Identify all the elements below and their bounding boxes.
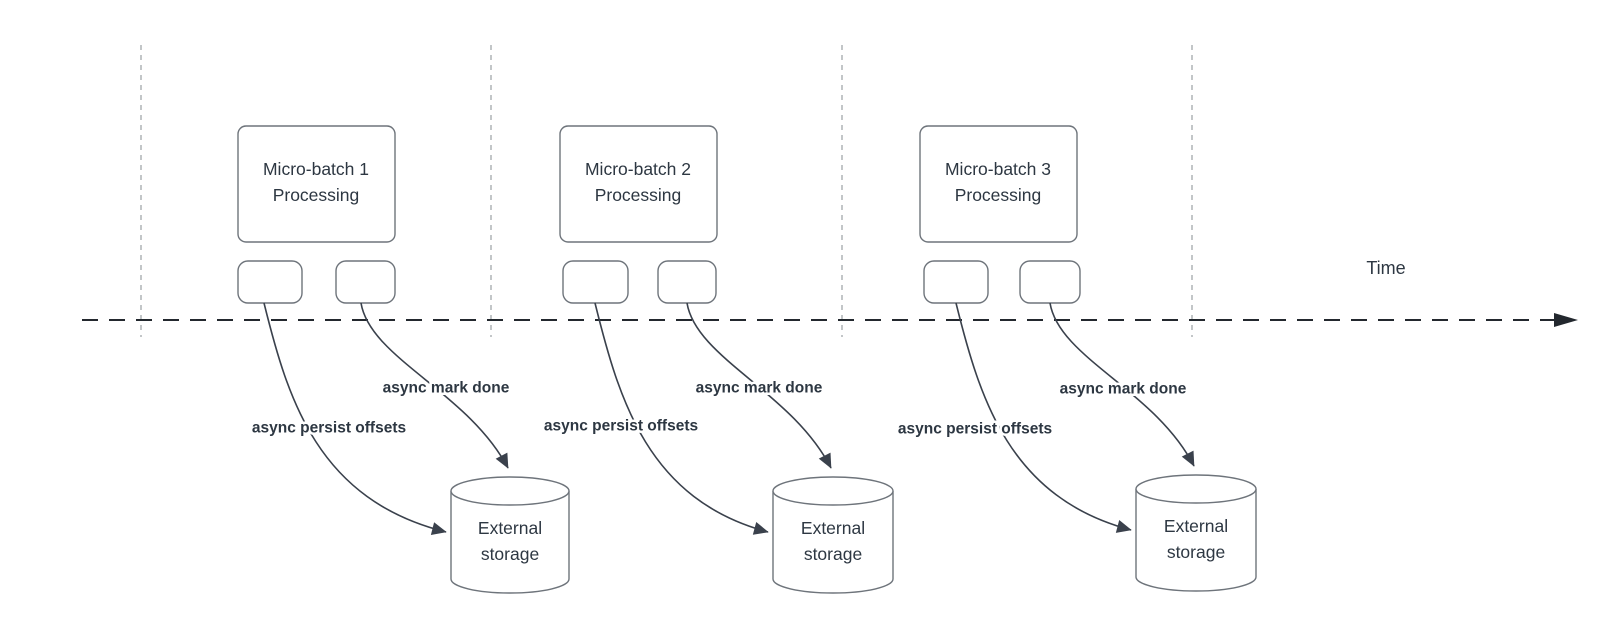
external-storage-cylinder-1-top — [450, 476, 570, 506]
microbatch-2-title-line2: Processing — [595, 185, 682, 205]
external-storage-cylinder-1-body — [450, 491, 570, 594]
time-axis-label: Time — [1366, 258, 1405, 278]
microbatch-1-mark-done-arrow — [360, 302, 509, 469]
microbatch-2-persist-offsets-label: async persist offsets — [544, 418, 698, 435]
external-storage-cylinder-2-top — [772, 476, 894, 506]
external-storage-2-label-line1: External — [801, 518, 865, 538]
external-storage-3-label-line1: External — [1164, 516, 1228, 536]
microbatch-2-processing-box — [559, 125, 718, 243]
microbatch-3-persist-offsets-arrow — [955, 302, 1132, 533]
microbatch-2-done-task-box — [657, 260, 717, 304]
microbatch-3-mark-done-label: async mark done — [1060, 381, 1187, 398]
external-storage-2-label-line2: storage — [804, 544, 862, 564]
external-storage-cylinder-1: External storage — [450, 476, 570, 594]
microbatch-3-done-task-box — [1019, 260, 1081, 304]
external-storage-3-label-line2: storage — [1167, 542, 1225, 562]
microbatch-2-title-line1: Micro-batch 2 — [585, 159, 691, 179]
microbatch-1-offset-task-box — [237, 260, 303, 304]
microbatch-3-persist-offsets-label: async persist offsets — [898, 421, 1052, 438]
microbatch-1-title-line1: Micro-batch 1 — [263, 159, 369, 179]
section-microbatch-2: Micro-batch 2 Processing async persist o… — [541, 125, 894, 594]
external-storage-cylinder-2: External storage — [772, 476, 894, 594]
external-storage-1-label-line2: storage — [481, 544, 539, 564]
external-storage-cylinder-3: External storage — [1135, 474, 1257, 592]
external-storage-1-label-line1: External — [478, 518, 542, 538]
microbatch-1-title-line2: Processing — [273, 185, 360, 205]
microbatch-2-mark-done-label: async mark done — [696, 380, 823, 397]
microbatch-2-offset-task-box — [562, 260, 629, 304]
microbatch-1-persist-offsets-arrow — [263, 302, 447, 536]
microbatch-3-mark-done-arrow — [1049, 302, 1195, 467]
microbatch-1-mark-done-label: async mark done — [383, 380, 510, 397]
section-microbatch-1: Micro-batch 1 Processing async persist o… — [237, 125, 570, 594]
microbatch-1-persist-offsets-label: async persist offsets — [252, 420, 406, 437]
external-storage-cylinder-3-body — [1135, 489, 1257, 592]
microbatch-1-processing-box — [237, 125, 396, 243]
external-storage-cylinder-2-body — [772, 491, 894, 594]
microbatch-3-offset-task-box — [923, 260, 989, 304]
section-microbatch-3: Micro-batch 3 Processing async persist o… — [895, 125, 1257, 592]
microbatch-3-processing-box — [919, 125, 1078, 243]
time-axis-arrowhead-icon — [1554, 313, 1578, 327]
microbatch-2-persist-offsets-arrow — [594, 302, 769, 535]
microbatch-1-done-task-box — [335, 260, 396, 304]
microbatch-2-mark-done-arrow — [686, 302, 832, 469]
microbatch-3-title-line2: Processing — [955, 185, 1042, 205]
microbatch-3-title-line1: Micro-batch 3 — [945, 159, 1051, 179]
external-storage-cylinder-3-top — [1135, 474, 1257, 504]
